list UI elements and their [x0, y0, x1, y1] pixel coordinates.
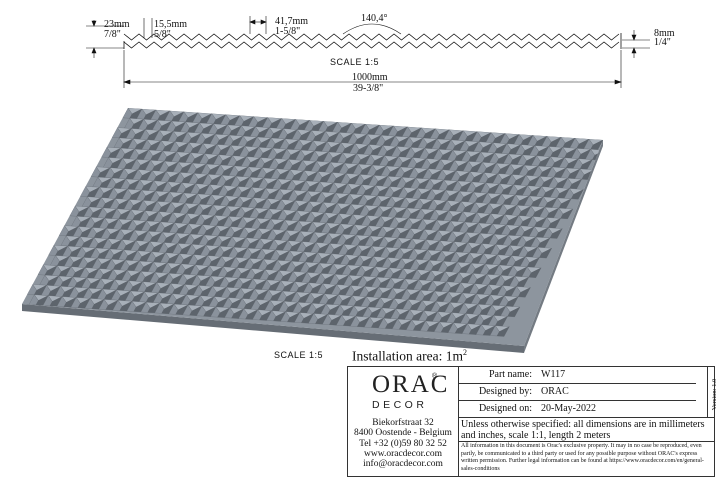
dimension-angle-arc	[342, 23, 402, 35]
dimension-note: Unless otherwise specified: all dimensio…	[461, 419, 705, 441]
decor-logo: DECOR	[372, 399, 428, 411]
dim-pitch-in: 5/8"	[154, 29, 171, 40]
design-date: 20-May-2022	[541, 403, 596, 414]
dim-pitch-mm: 15,5mm	[154, 19, 187, 30]
dimension-depth	[622, 30, 650, 58]
dim-height-in: 7/8"	[104, 29, 121, 40]
part-name-row: Part name:W117	[458, 367, 696, 384]
dim-height-mm: 23mm	[104, 19, 130, 30]
part-name: W117	[541, 369, 566, 380]
dim-length-in: 39-3/8"	[353, 83, 383, 94]
profile-outline-bottom	[123, 41, 620, 49]
company-info: ORAC ® DECOR Biekorfstraat 32 8400 Ooste…	[348, 367, 459, 476]
designer: ORAC	[541, 386, 569, 397]
legal-notice: All information in this document is Orac…	[461, 443, 704, 472]
dim-depth-in: 1/4"	[654, 37, 671, 48]
panel-facet	[560, 208, 574, 220]
panel-facet	[549, 228, 563, 239]
panel-facet	[496, 326, 510, 337]
technical-drawing: 23mm 7/8" 15,5mm 5/8" 41,7mm 1-5/8" 140,…	[22, 13, 675, 360]
dim-length-mm: 1000mm	[352, 72, 388, 83]
email-link[interactable]: info@oracdecor.com	[363, 459, 443, 470]
panel-facet	[528, 267, 542, 278]
orac-logo: ORAC	[372, 371, 450, 398]
version-label: Version: 1.0	[711, 378, 719, 411]
panel-facet	[507, 306, 521, 318]
panel-facet	[570, 189, 584, 200]
scale-profile: SCALE 1:5	[330, 57, 379, 67]
panel-facet	[517, 287, 531, 298]
dim-width-mm: 41,7mm	[275, 16, 308, 27]
profile-outline-top	[123, 33, 620, 41]
dim-depth-mm: 8mm	[654, 28, 675, 39]
dimension-width	[249, 16, 267, 34]
panel-pattern	[27, 108, 603, 337]
panel-facet	[539, 248, 552, 259]
scale-panel: SCALE 1:5	[274, 350, 323, 360]
company-address: Biekorfstraat 32 8400 Oostende - Belgium…	[348, 418, 458, 469]
website-link[interactable]: www.oracdecor.com	[364, 448, 442, 459]
installation-area: Installation area: 1m2	[352, 348, 467, 364]
title-block: ORAC ® DECOR Biekorfstraat 32 8400 Ooste…	[347, 366, 718, 477]
dimension-pitch	[143, 18, 153, 38]
dimension-length	[123, 50, 622, 88]
panel-edge	[22, 304, 524, 353]
dim-angle: 140,4°	[361, 13, 388, 24]
designed-by-row: Designed by:ORAC	[458, 384, 696, 401]
designed-on-row: Designed on:20-May-2022	[478, 403, 596, 414]
dim-width-in: 1-5/8"	[275, 26, 300, 37]
dimension-height	[86, 20, 124, 58]
